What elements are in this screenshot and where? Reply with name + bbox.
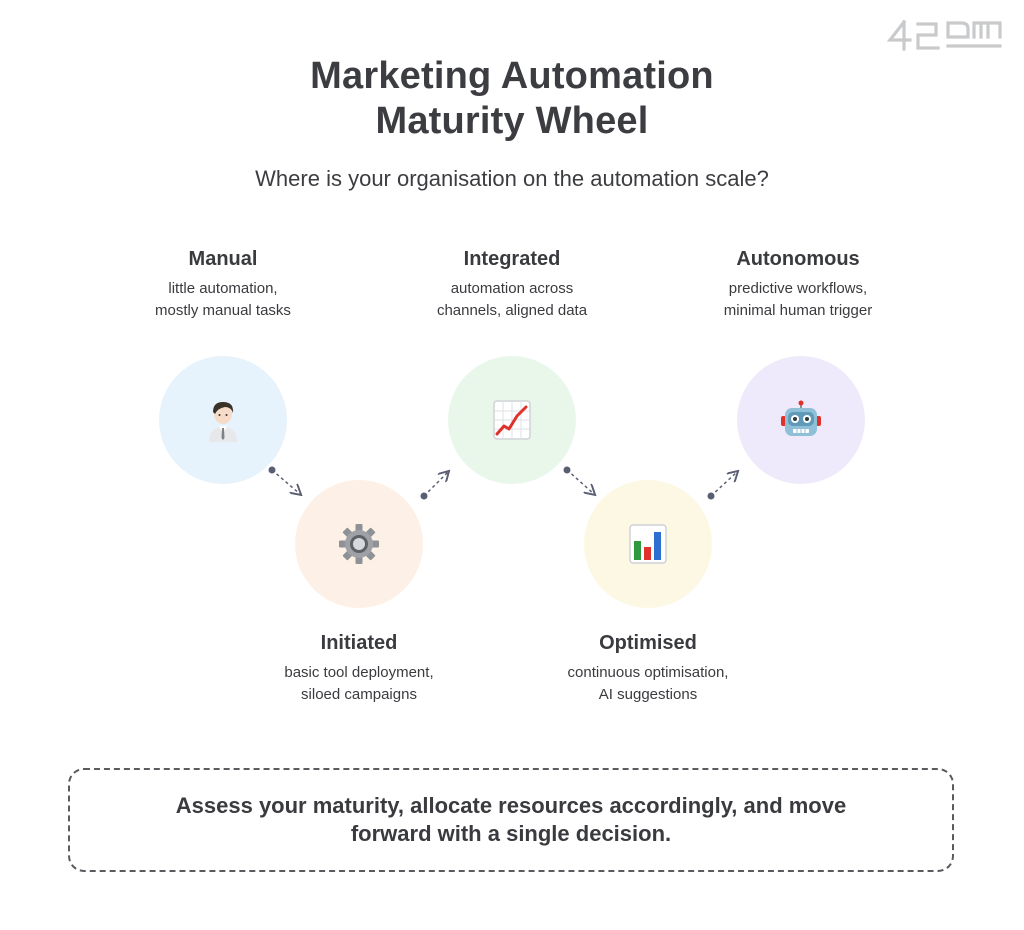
stage-optimised-label: Optimised continuous optimisation, AI su…	[518, 630, 778, 706]
chart-increasing-icon	[493, 400, 531, 440]
logo-42dm	[886, 19, 1002, 51]
title-line-1: Marketing Automation	[310, 55, 714, 97]
stage-description-line: automation across	[450, 280, 574, 297]
stage-description-line: little automation,	[168, 280, 278, 297]
stage-description: automation across channels, aligned data	[382, 278, 642, 322]
page-title: Marketing Automation Maturity Wheel	[0, 54, 1024, 144]
stage-autonomous-label: Autonomous predictive workflows, minimal…	[668, 246, 928, 322]
callout-box: Assess your maturity, allocate resources…	[68, 768, 954, 872]
connector-dot	[707, 492, 715, 500]
callout-line-2: forward with a single decision.	[350, 821, 672, 846]
stage-description-line: minimal human trigger	[723, 302, 873, 319]
title-line-2: Maturity Wheel	[375, 100, 649, 142]
stage-name: Autonomous	[736, 248, 860, 270]
stage-name: Optimised	[599, 632, 697, 654]
stage-description: little automation, mostly manual tasks	[93, 278, 353, 322]
callout-text: Assess your maturity, allocate resources…	[176, 792, 846, 848]
stage-manual-circle	[159, 356, 287, 484]
stage-description-line: continuous optimisation,	[567, 664, 729, 681]
stage-description-line: mostly manual tasks	[155, 302, 291, 319]
connector-integrated-to-optimised	[566, 469, 594, 494]
connector-dot	[420, 492, 428, 500]
stage-description: predictive workflows, minimal human trig…	[668, 278, 928, 322]
stage-initiated-label: Initiated basic tool deployment, siloed …	[229, 630, 489, 706]
stage-description-line: siloed campaigns	[301, 686, 417, 703]
robot-icon	[781, 400, 821, 436]
stage-description: continuous optimisation, AI suggestions	[518, 662, 778, 706]
connector-initiated-to-integrated	[423, 472, 448, 497]
person-icon	[209, 402, 237, 442]
stage-description: basic tool deployment, siloed campaigns	[229, 662, 489, 706]
stage-description-line: AI suggestions	[598, 686, 698, 703]
bar-chart-icon	[629, 524, 667, 564]
stage-name: Initiated	[320, 632, 398, 654]
connector-dot	[563, 466, 571, 474]
stage-name: Manual	[188, 248, 258, 270]
connector-optimised-to-autonomous	[710, 472, 737, 497]
stage-optimised-circle	[584, 480, 712, 608]
stage-name: Integrated	[463, 248, 561, 270]
stage-autonomous-circle	[737, 356, 865, 484]
stage-description-line: channels, aligned data	[436, 302, 588, 319]
page-subtitle: Where is your organisation on the automa…	[255, 166, 769, 191]
connector-dot	[268, 466, 276, 474]
callout-line-1: Assess your maturity, allocate resources…	[175, 793, 847, 818]
stage-integrated-label: Integrated automation across channels, a…	[382, 246, 642, 322]
stage-integrated-circle	[448, 356, 576, 484]
stage-initiated-circle	[295, 480, 423, 608]
gear-icon	[339, 524, 379, 564]
stage-manual-label: Manual little automation, mostly manual …	[93, 246, 353, 322]
stage-description-line: basic tool deployment,	[284, 664, 434, 681]
stage-description-line: predictive workflows,	[728, 280, 868, 297]
connector-manual-to-initiated	[271, 469, 300, 494]
